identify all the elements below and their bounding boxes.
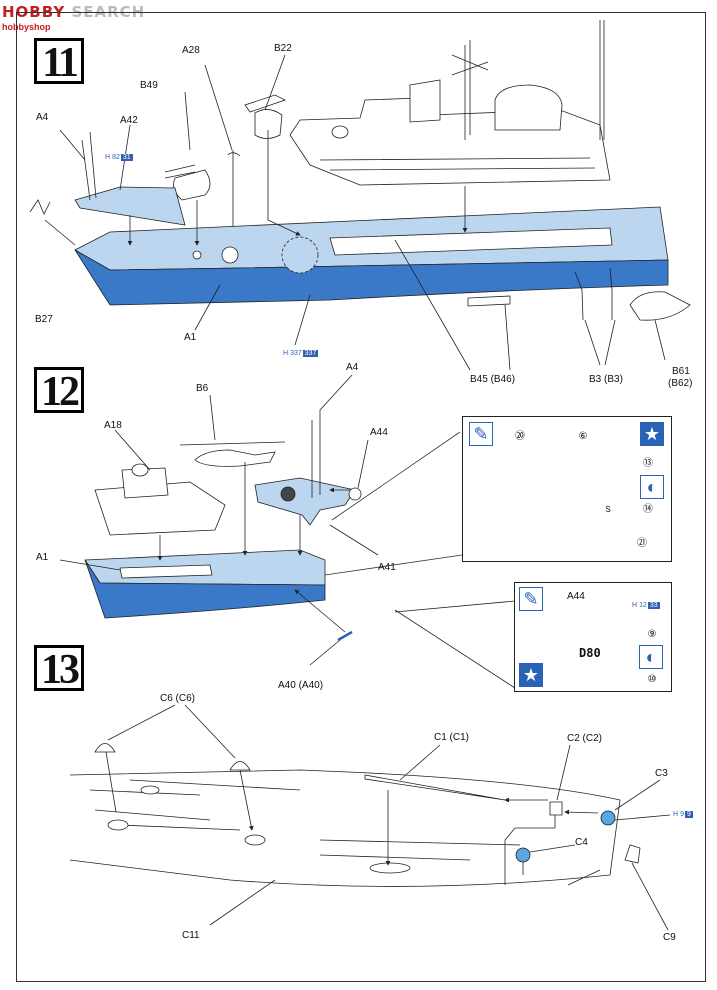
decal-icon: ◐ bbox=[640, 475, 664, 499]
b49-part bbox=[164, 164, 211, 201]
marker-14: ⑭ bbox=[643, 504, 653, 515]
star-icon: ★ bbox=[519, 663, 543, 687]
label-c3: C3 bbox=[655, 768, 668, 779]
marker-20: ⑳ bbox=[515, 431, 525, 442]
label-c9: C9 bbox=[663, 932, 676, 943]
deck-letter: S bbox=[605, 505, 611, 514]
marker-6: ⑥ bbox=[578, 431, 588, 442]
label-a1: A1 bbox=[184, 332, 197, 343]
b22-part bbox=[244, 94, 287, 139]
watermark-sub: hobbyshop bbox=[2, 22, 51, 32]
label-a18: A18 bbox=[104, 420, 122, 431]
step-number-12: 12 bbox=[34, 367, 84, 414]
brush-icon: ✎ bbox=[519, 587, 543, 611]
label-b49: B49 bbox=[140, 80, 158, 91]
brush-icon: ✎ bbox=[469, 422, 493, 446]
label-b61: B61 bbox=[672, 366, 690, 377]
marker-13: ⑬ bbox=[643, 458, 653, 469]
label-a42: A42 bbox=[120, 115, 138, 126]
label-b6: B6 bbox=[196, 383, 209, 394]
ref-h-num: 82 bbox=[112, 154, 120, 161]
superstructure-outline bbox=[289, 20, 611, 186]
label-a4: A4 bbox=[346, 362, 359, 373]
instruction-frame bbox=[16, 12, 706, 982]
label-a4: A4 bbox=[36, 112, 49, 123]
hull-number: D80 bbox=[579, 646, 601, 660]
ref-h-code: 9 bbox=[684, 811, 693, 818]
label-a1: A1 bbox=[36, 552, 49, 563]
deck-marking-inset: ✎ ★ ◐ ⑳ ⑥ ⑬ ⑭ ㉑ S bbox=[462, 416, 672, 562]
ref-h-letter: H bbox=[283, 350, 289, 357]
ref-h-letter: H bbox=[105, 154, 111, 161]
step-number-11: 11 bbox=[34, 38, 84, 85]
label-c4: C4 bbox=[575, 837, 588, 848]
ref-h-num: 337 bbox=[290, 350, 302, 357]
label-c6: C6 (C6) bbox=[160, 693, 196, 704]
label-b3: B3 (B3) bbox=[589, 374, 623, 385]
label-a44: A44 bbox=[567, 591, 585, 602]
ref-h-letter: H bbox=[673, 811, 679, 818]
star-icon: ★ bbox=[640, 422, 664, 446]
marker-9: ⑨ bbox=[647, 629, 657, 640]
step-number-13: 13 bbox=[34, 645, 84, 692]
ref-h-code: 337 bbox=[302, 350, 319, 357]
label-a41: A41 bbox=[378, 562, 396, 573]
ref-h-num: 12 bbox=[639, 602, 647, 609]
label-c1: C1 (C1) bbox=[434, 732, 470, 743]
ref-h-code: 33 bbox=[647, 602, 660, 609]
ref-h-code: 31 bbox=[120, 154, 133, 161]
marker-10: ⑩ bbox=[647, 674, 657, 685]
label-a40: A40 (A40) bbox=[278, 680, 324, 691]
marker-21: ㉑ bbox=[637, 538, 647, 549]
label-b62: (B62) bbox=[668, 378, 693, 389]
label-b22: B22 bbox=[274, 43, 292, 54]
ref-h-num: 9 bbox=[680, 811, 684, 818]
label-a28: A28 bbox=[182, 45, 200, 56]
label-a44: A44 bbox=[370, 427, 388, 438]
label-c11: C11 bbox=[182, 930, 200, 941]
label-b27: B27 bbox=[35, 314, 53, 325]
ref-h-letter: H bbox=[632, 602, 638, 609]
label-c2: C2 (C2) bbox=[567, 733, 603, 744]
label-b45: B45 (B46) bbox=[470, 374, 516, 385]
decal-icon: ◐ bbox=[639, 645, 663, 669]
